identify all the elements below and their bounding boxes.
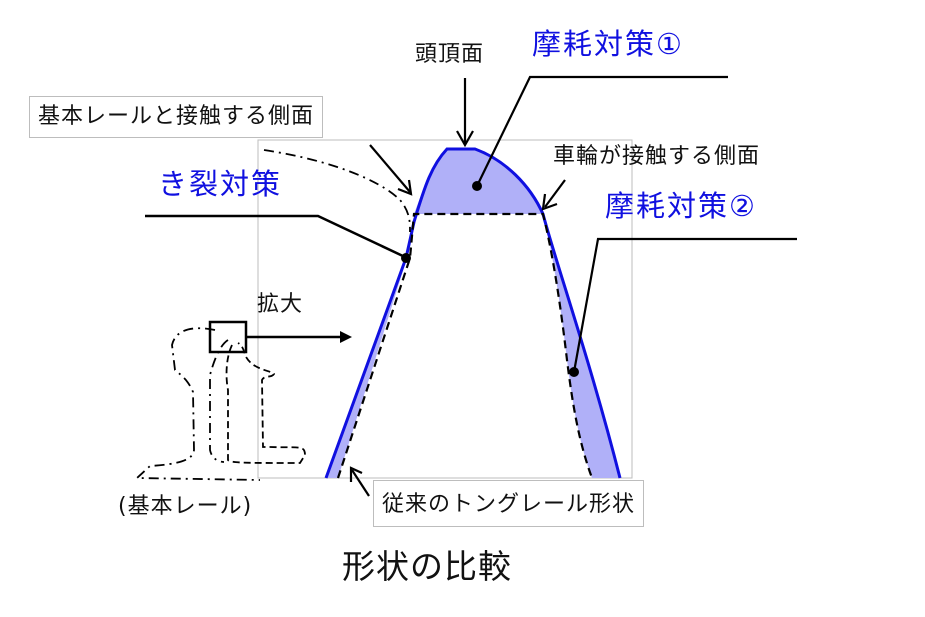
enlarge-label: 拡大 (257, 292, 304, 317)
wear-countermeasure-1-label: 摩耗対策① (532, 27, 684, 61)
wear-2-dot-icon (569, 367, 579, 377)
stock-rail-label: (基本レール) (118, 494, 253, 519)
enlarge-arrowhead-icon (340, 331, 352, 343)
wheel-contact-side-label: 車輪が接触する側面 (553, 144, 761, 169)
wear-1-leader-line (476, 75, 728, 187)
wheel-contact-arrowhead-icon (541, 193, 558, 211)
crown-surface-arrowhead-icon (456, 130, 474, 148)
crown-surface-label: 頭頂面 (415, 42, 485, 67)
stock-rail-contact-arrow (369, 144, 411, 193)
conventional-shape-arrow (351, 469, 370, 497)
wheel-contact-arrow (544, 179, 566, 208)
small-rail-cross-section (134, 320, 306, 481)
wear-2-leader-line (572, 237, 797, 373)
wear-countermeasure-2-label: 摩耗対策② (605, 189, 757, 223)
conventional-profile-outline (336, 212, 594, 479)
conventional-tongue-rail-shape-label: 従来のトングレール形状 (373, 480, 645, 527)
wear-1-dot-icon (472, 181, 482, 191)
conventional-shape-arrowhead-icon (349, 466, 363, 482)
stock-rail-contact-arrowhead-icon (397, 179, 413, 196)
new-profile-outline (324, 147, 622, 479)
enlarged-view-frame (257, 139, 633, 479)
crack-dot-icon (401, 253, 411, 263)
enlarge-region-box (208, 320, 248, 354)
stock-rail-contact-side-label: 基本レールと接触する側面 (29, 96, 324, 138)
crack-countermeasure-label: き裂対策 (158, 167, 283, 201)
stock-rail-contact-curve (263, 149, 411, 233)
diagram-caption: 形状の比較 (342, 547, 512, 586)
crack-leader-line (145, 214, 406, 259)
